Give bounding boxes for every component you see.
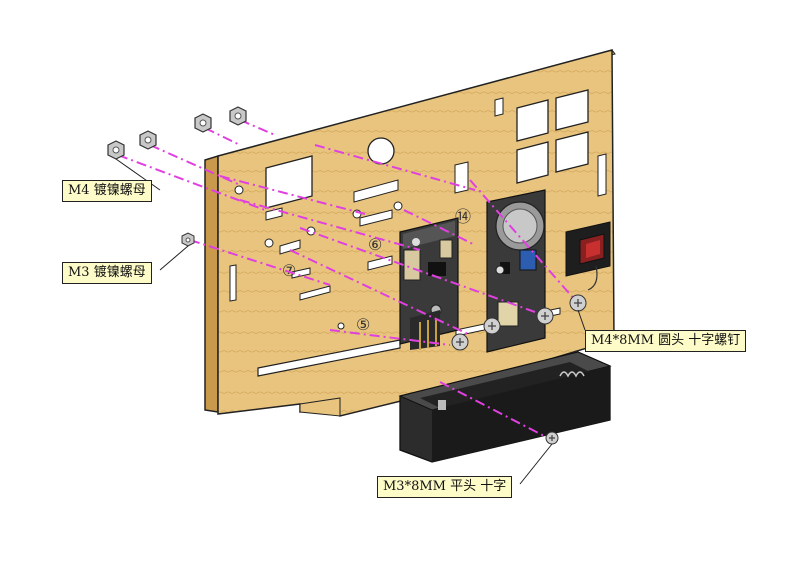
leader-line [519, 443, 553, 485]
assembly-line [239, 199, 421, 251]
battery-box [398, 351, 612, 463]
m4-screw-icon [451, 333, 469, 351]
assembly-line [219, 175, 366, 215]
m4-screw-icon [569, 294, 587, 312]
assembly-line [299, 227, 536, 313]
m3-nut-icon [181, 232, 195, 247]
m4-nut-icon [107, 140, 125, 160]
m4-screw-icon [483, 317, 501, 335]
assembly-line [329, 329, 451, 346]
assembly-line [204, 127, 241, 146]
rocker-switch [565, 221, 611, 291]
assembly-line [117, 154, 266, 211]
m4-nut-icon [194, 113, 212, 133]
callout-m3-nut: M3 镀镍螺母 [62, 262, 152, 284]
assembly-line [469, 179, 576, 301]
pcb-module-left [399, 217, 459, 350]
pcb-module-right [486, 189, 546, 353]
callout-m3-screw: M3*8MM 平头 十字 [377, 476, 513, 498]
m3-screw-icon [545, 431, 559, 445]
marker-7: ⑦ [282, 261, 296, 280]
assembly-lines [117, 119, 576, 439]
marker-14: ⑭ [455, 207, 471, 226]
leader-line [577, 309, 586, 331]
leader-line [159, 245, 189, 271]
assembly-line [439, 381, 549, 439]
callout-m4-nut: M4 镀镍螺母 [62, 180, 152, 202]
assembly-line [189, 239, 331, 286]
m4-screw-icon [536, 307, 554, 325]
assembly-line [289, 249, 471, 336]
m4-nut-icon [139, 130, 157, 150]
marker-6: ⑥ [368, 235, 382, 254]
m4-nut-icon [229, 106, 247, 126]
assembly-line [314, 144, 476, 191]
leader-lines [115, 158, 586, 485]
marker-5: ⑤ [356, 315, 370, 334]
callout-m4-screw: M4*8MM 圆头 十字螺钉 [585, 330, 747, 352]
assembly-line [239, 119, 276, 136]
assembly-line [403, 209, 476, 246]
leader-line [115, 158, 161, 191]
